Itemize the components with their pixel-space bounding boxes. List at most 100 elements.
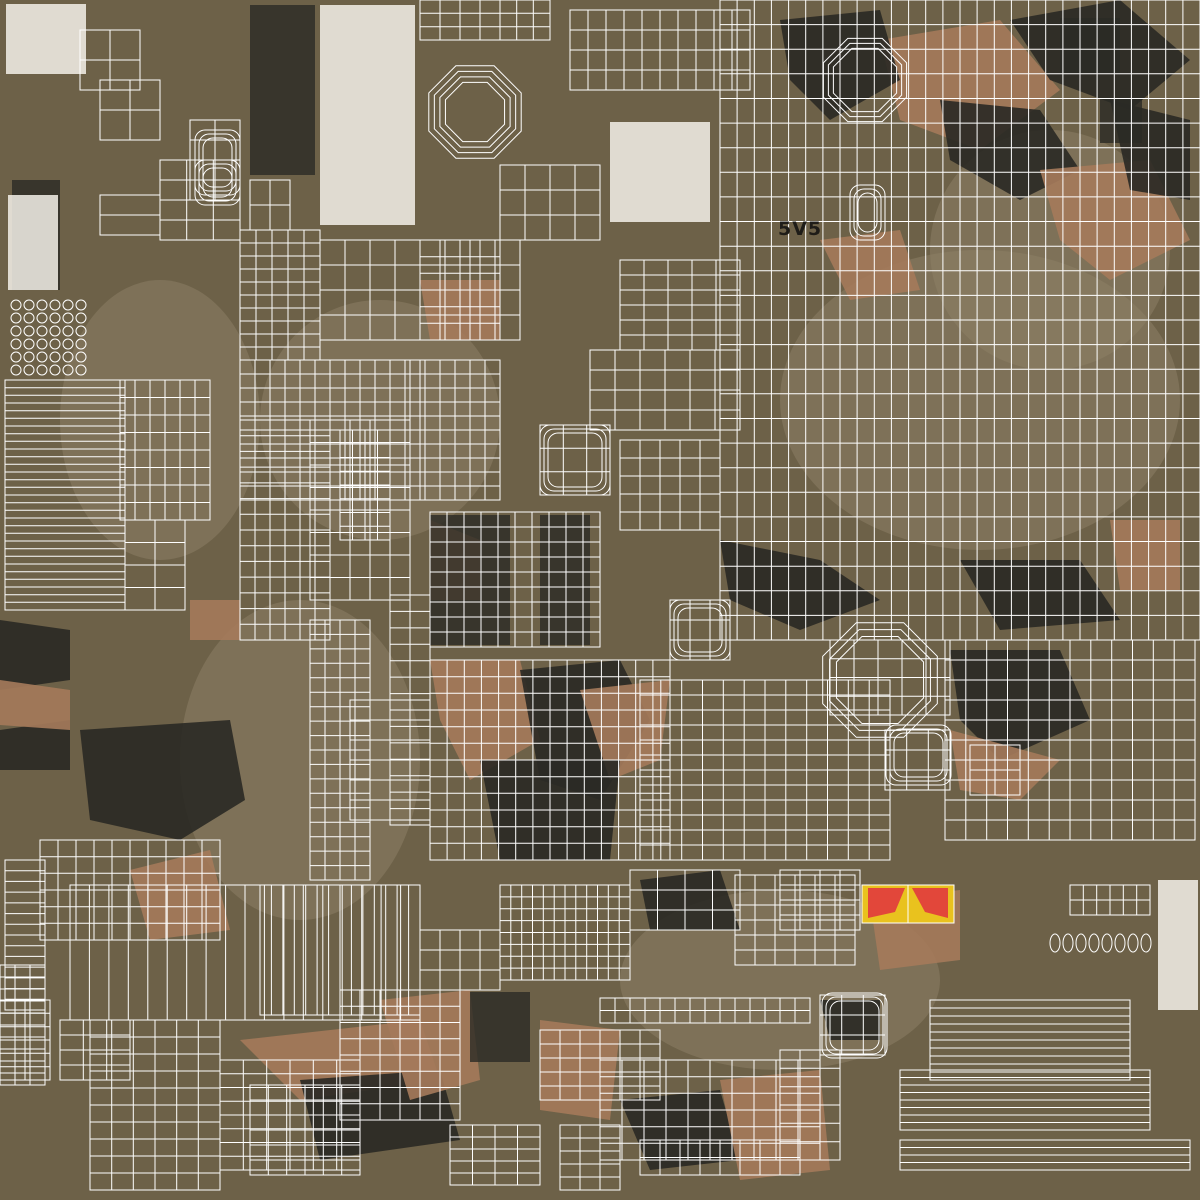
white-piece	[320, 5, 415, 225]
uv-island	[349, 699, 431, 821]
bolt-part	[49, 299, 61, 311]
rounded-island	[849, 184, 886, 241]
hatch-island	[835, 635, 925, 725]
camo-blob-tan	[430, 660, 540, 780]
uv-island	[819, 994, 886, 1056]
bolt-part	[75, 312, 87, 324]
bolt-part	[75, 325, 87, 337]
bolt-part	[62, 299, 74, 311]
periscope-island	[822, 37, 908, 123]
uv-island	[339, 989, 461, 1121]
camo-blob-tan	[190, 600, 240, 640]
wheel-part	[1075, 933, 1087, 953]
bolt-part	[49, 364, 61, 376]
rounded-island	[825, 996, 884, 1055]
bolt-part	[36, 312, 48, 324]
uv-island	[59, 1019, 131, 1081]
uv-island	[69, 884, 421, 1021]
bolt-part	[62, 351, 74, 363]
dark-piece	[1100, 98, 1142, 143]
dark-piece	[1060, 18, 1120, 73]
uv-island	[514, 511, 601, 648]
camo-blob-dark	[0, 620, 70, 690]
bolt-part	[23, 351, 35, 363]
camo-blob-dark	[0, 720, 70, 770]
uv-island	[1069, 884, 1151, 916]
uv-island	[119, 379, 211, 521]
periscope-island	[832, 47, 898, 113]
white-piece	[1158, 880, 1198, 1010]
uv-island	[499, 0, 551, 41]
camo-blob-tan	[0, 680, 70, 730]
hatch-island	[433, 70, 517, 154]
rounded-island	[543, 428, 607, 492]
uv-island	[599, 997, 811, 1024]
white-piece	[610, 122, 710, 222]
bolt-part	[62, 364, 74, 376]
uv-island	[159, 159, 241, 241]
rounded-island	[202, 137, 233, 188]
bolt-part	[49, 351, 61, 363]
bolt-part	[75, 364, 87, 376]
rounded-island	[194, 159, 241, 206]
bolt-part	[10, 299, 22, 311]
wheel-part	[1140, 933, 1152, 953]
bolt-part	[75, 299, 87, 311]
bolt-part	[23, 299, 35, 311]
bolt-part	[23, 338, 35, 350]
camo-blob-dark	[720, 540, 880, 630]
rounded-island	[673, 603, 727, 657]
camo-blob-dark	[640, 870, 740, 930]
camo-blob-tan	[1110, 520, 1180, 590]
uv-island	[639, 1139, 801, 1176]
hatch-island	[444, 81, 506, 143]
bolt-part	[23, 312, 35, 324]
uv-island	[619, 259, 741, 351]
bolt-part	[62, 338, 74, 350]
uv-island	[779, 1049, 841, 1161]
camo-blob-tan	[820, 230, 920, 300]
camo-blob-tan	[720, 1070, 830, 1180]
camo-blob-dark	[80, 720, 245, 840]
rounded-island	[889, 728, 948, 782]
rounded-island	[547, 432, 603, 488]
rounded-island	[539, 424, 611, 496]
hatch-island	[439, 76, 511, 148]
dark-piece	[540, 515, 590, 645]
hull-top-island	[719, 0, 1200, 641]
uv-island	[309, 619, 371, 881]
uv-island	[829, 639, 951, 716]
bolt-part	[10, 325, 22, 337]
camo-blob-tan	[950, 730, 1060, 800]
uv-island	[499, 884, 631, 981]
bolt-part	[62, 312, 74, 324]
wheel-part	[1049, 933, 1061, 953]
bolt-part	[10, 312, 22, 324]
bolt-part	[49, 312, 61, 324]
dark-piece	[430, 515, 510, 645]
uv-island	[899, 1139, 1191, 1171]
rounded-island	[885, 724, 952, 786]
camo-blob-dark	[950, 650, 1090, 760]
uv-island	[239, 419, 331, 641]
rounded-island	[821, 992, 888, 1059]
uv-island	[559, 1124, 621, 1191]
decal-red-left	[868, 888, 905, 918]
bolt-part	[10, 338, 22, 350]
uv-island	[569, 9, 751, 91]
camo-blob-tan	[380, 990, 480, 1100]
periscope-island	[827, 42, 903, 118]
uv-island	[499, 164, 601, 241]
bolt-part	[23, 364, 35, 376]
bolt-part	[36, 364, 48, 376]
wheel-part	[1114, 933, 1126, 953]
uv-island	[929, 999, 1131, 1081]
uv-island	[79, 29, 141, 91]
uv-island	[969, 744, 1021, 796]
white-piece	[8, 195, 58, 290]
white-piece	[6, 4, 86, 74]
decal-red-right	[912, 888, 948, 918]
rounded-island	[198, 163, 237, 202]
camo-blob-tan	[130, 850, 230, 940]
